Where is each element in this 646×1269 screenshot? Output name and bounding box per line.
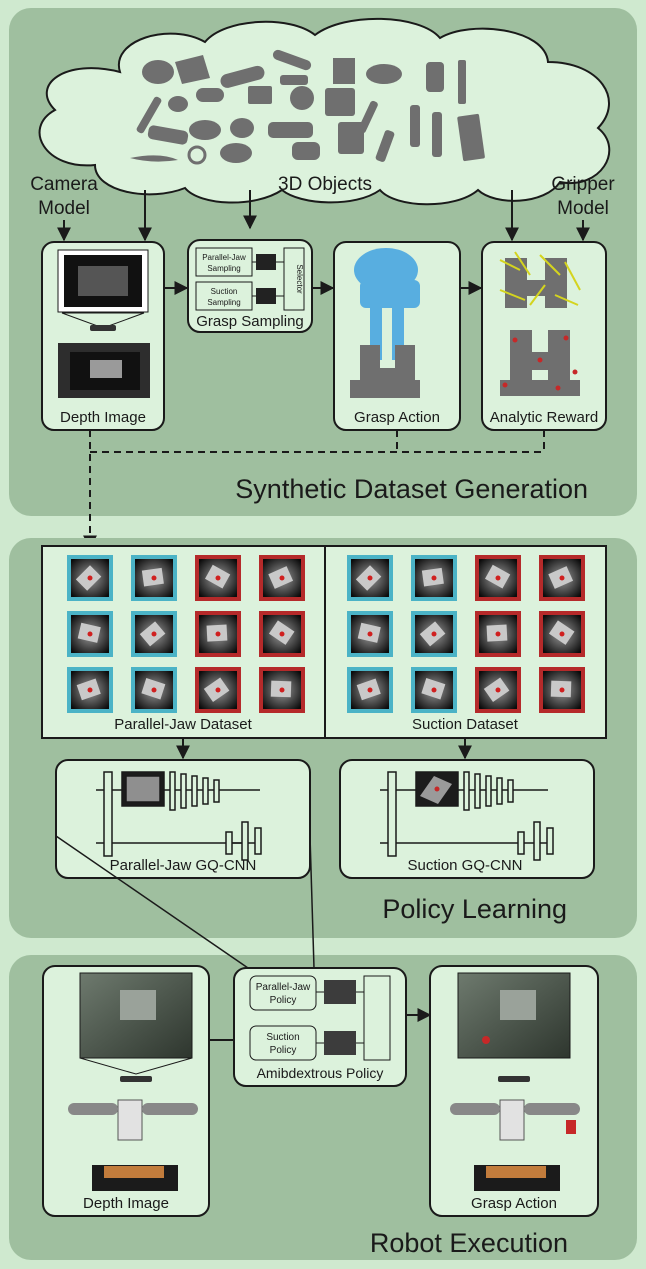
cloud-label: 3D Objects <box>278 174 372 195</box>
pj-sampling-label-2: Sampling <box>207 264 240 273</box>
suction-policy-label-2: Policy <box>270 1045 297 1056</box>
pj-network-diagram <box>96 771 262 861</box>
robot-render-left <box>68 1099 198 1191</box>
robot-depth-image-label: Depth Image <box>83 1195 169 1212</box>
grasp-action-label: Grasp Action <box>354 409 440 426</box>
suction-tiles <box>347 555 585 713</box>
suction-point-marker <box>495 631 501 637</box>
suction-point-marker <box>559 631 565 637</box>
pj-gqcnn-label: Parallel-Jaw GQ-CNN <box>110 857 257 874</box>
pj-policy-label-1: Parallel-Jaw <box>256 982 311 993</box>
grasp-axis-marker <box>215 575 221 581</box>
grasp-axis-marker <box>87 687 93 693</box>
grasp-axis-marker <box>87 631 93 637</box>
robot-panel-title: Robot Execution <box>370 1228 568 1258</box>
pj-policy-box <box>249 975 317 1011</box>
grasp-axis-marker <box>215 631 221 637</box>
suction-sampling-label-1: Suction <box>211 287 238 296</box>
pj-sampling-label-1: Parallel-Jaw <box>202 253 246 262</box>
suction-point-marker <box>495 575 501 581</box>
suction-point-marker <box>559 575 565 581</box>
ambidextrous-policy-label: Amibdextrous Policy <box>257 1065 384 1081</box>
selector-label: Selector <box>295 264 304 294</box>
suction-point-marker <box>367 687 373 693</box>
camera-model-label-2: Model <box>38 198 90 219</box>
depth-image-label: Depth Image <box>60 409 146 426</box>
grasp-axis-marker <box>151 687 157 693</box>
camera-icon <box>90 325 116 331</box>
camera-model-label-1: Camera <box>30 174 98 195</box>
suction-policy-label-1: Suction <box>266 1032 299 1043</box>
grasp-axis-marker <box>279 687 285 693</box>
grasp-sampling-label: Grasp Sampling <box>196 313 304 330</box>
top-arrows <box>57 190 590 295</box>
grasp-axis-marker <box>279 575 285 581</box>
suction-point-marker <box>559 687 565 693</box>
suction-point-marker <box>431 575 437 581</box>
reward-render-top <box>499 251 581 308</box>
suction-point-marker <box>495 687 501 693</box>
gripper-model-label-1: Gripper <box>551 174 615 195</box>
robot-camera-icon <box>120 1076 152 1082</box>
suction-sampling-label-2: Sampling <box>207 298 240 307</box>
synthetic-panel-title: Synthetic Dataset Generation <box>235 474 588 504</box>
policy-selector-box <box>363 975 391 1061</box>
suction-dataset-label: Suction Dataset <box>412 716 519 733</box>
object-meshes <box>130 49 485 165</box>
parallel-jaw-tiles <box>67 555 305 713</box>
suction-point-marker <box>431 687 437 693</box>
object-render <box>350 345 420 398</box>
pj-policy-label-2: Policy <box>270 995 297 1006</box>
pj-dataset-label: Parallel-Jaw Dataset <box>114 716 252 733</box>
grasp-axis-marker <box>87 575 93 581</box>
grasp-axis-marker <box>215 687 221 693</box>
reward-render-bottom <box>500 330 580 396</box>
pj-sampling-box <box>195 247 253 277</box>
suction-point-marker <box>367 631 373 637</box>
suction-sampling-box <box>195 281 253 311</box>
robot-grasp-action-label: Grasp Action <box>471 1195 557 1212</box>
robot-camera-icon-2 <box>498 1076 530 1082</box>
grasp-axis-marker <box>279 631 285 637</box>
suction-point-marker <box>367 575 373 581</box>
grasp-axis-marker <box>151 575 157 581</box>
suction-gqcnn-label: Suction GQ-CNN <box>407 857 522 874</box>
suction-point-marker <box>431 631 437 637</box>
analytic-reward-label: Analytic Reward <box>490 409 598 426</box>
network-to-policy-lines <box>55 835 315 969</box>
dashed-connectors <box>83 430 545 550</box>
analytic-reward-box <box>481 241 607 431</box>
policy-panel-title: Policy Learning <box>382 894 567 924</box>
grasp-axis-marker <box>151 631 157 637</box>
gripper-model-label-2: Model <box>557 198 609 219</box>
selector-box <box>283 247 305 311</box>
robot-render-right <box>450 1099 580 1191</box>
